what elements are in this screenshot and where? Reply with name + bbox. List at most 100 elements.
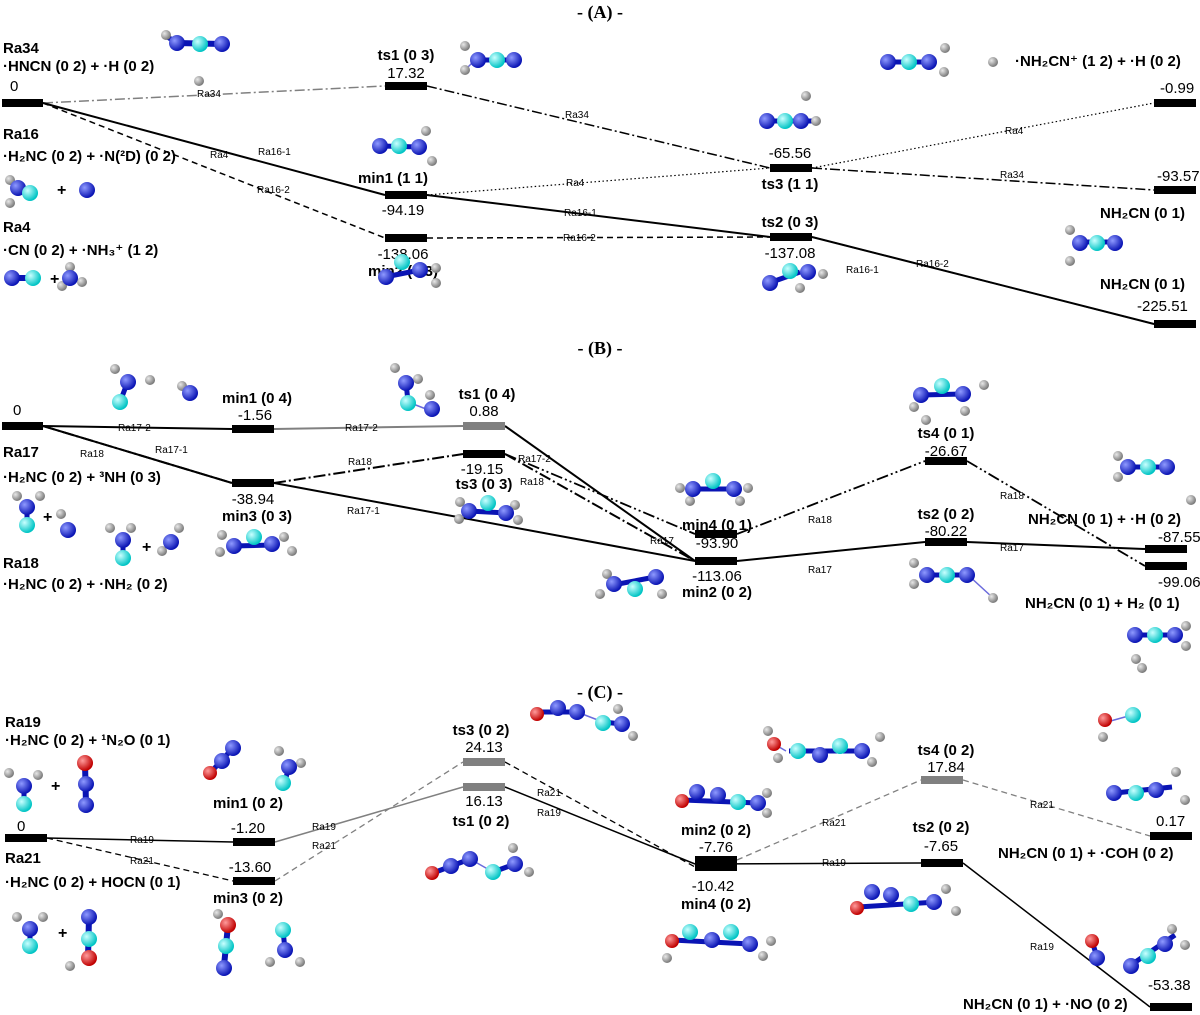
product-nh2cn-plus-label: ·NH₂CN⁺ (1 2) + ·H (0 2) — [1015, 53, 1181, 70]
path-label-ra34: Ra34 — [197, 89, 221, 100]
ra21-formula: ·H₂NC (0 2) + HOCN (0 1) — [5, 874, 180, 891]
panel-a-title: - (A) - — [577, 2, 623, 23]
ts1-value: 16.13 — [465, 793, 503, 810]
path-label-ra17: Ra17 — [808, 565, 832, 576]
h-atom — [1186, 495, 1196, 505]
level-ts1 — [463, 783, 505, 791]
level-min2 — [385, 234, 427, 242]
level-min2 — [695, 856, 737, 864]
ts2-label: ts2 (0 3) — [762, 214, 819, 231]
molecule-h2nc — [5, 175, 38, 208]
ra16-name: Ra16 — [3, 126, 39, 143]
molecule-nh2cn-c2 — [1123, 924, 1190, 974]
product-225-value: -225.51 — [1137, 298, 1188, 315]
ts1-label: ts1 (0 2) — [453, 813, 510, 830]
ts1-label: ts1 (0 3) — [378, 47, 435, 64]
plus-sign: + — [57, 182, 66, 199]
level-min1 — [232, 425, 274, 433]
molecule-hocn — [65, 909, 97, 971]
level-product-no — [1150, 1003, 1192, 1011]
molecule-nh2cn-b1 — [1113, 451, 1175, 482]
path-ra21 — [46, 761, 696, 882]
ts2-value: -137.08 — [765, 245, 816, 262]
molecule-min4-c — [662, 924, 776, 963]
h-atom — [194, 76, 204, 86]
h-atom — [988, 57, 998, 67]
level-ts1 — [385, 82, 427, 90]
n-atom — [60, 522, 76, 538]
plus-sign: + — [43, 509, 52, 526]
path-label-ra17-2: Ra17-2 — [345, 423, 378, 434]
molecule-coh — [1098, 707, 1141, 742]
molecule-nh2cn-a — [1065, 225, 1123, 266]
path-label-ra17-2: Ra17-2 — [518, 454, 551, 465]
ra21-name: Ra21 — [5, 850, 41, 867]
path-ra34-1 — [42, 85, 386, 104]
plus-sign: + — [50, 271, 59, 288]
molecule-ts1-c — [425, 843, 534, 880]
min3-value: -13.60 — [229, 859, 272, 876]
min1-label: min1 (0 2) — [213, 795, 283, 812]
n-atom — [79, 182, 95, 198]
panel-a-path-labels: Ra34 Ra34 Ra34 Ra4 Ra4 Ra4 Ra16-1 Ra16-1… — [197, 89, 1024, 276]
molecule-min1-a — [372, 126, 437, 166]
path-label-ra17-1: Ra17-1 — [347, 506, 380, 517]
level-reactants — [5, 834, 47, 842]
level-product-225 — [1154, 320, 1196, 328]
molecule-ts3-c — [530, 700, 638, 741]
plus-sign: + — [142, 539, 151, 556]
level-ts2 — [770, 233, 812, 241]
ra17-name: Ra17 — [3, 444, 39, 461]
path-label-ra18: Ra18 — [348, 457, 372, 468]
product-h-label: NH₂CN (0 1) + ·H (0 2) — [1028, 511, 1181, 528]
min1-value: -1.20 — [231, 820, 265, 837]
molecule-nh2cn-plus — [880, 43, 950, 77]
molecule-min1-c-b — [274, 746, 306, 791]
ts4-label: ts4 (0 1) — [918, 425, 975, 442]
path-ra18-b — [504, 453, 1146, 567]
molecule-ts4-c — [763, 726, 885, 767]
level-product-h2 — [1145, 562, 1187, 570]
level-ts3 — [463, 758, 505, 766]
path-label-ra34: Ra34 — [565, 110, 589, 121]
panel-b-levels — [2, 422, 1187, 570]
molecule-h2nc-b — [110, 364, 155, 410]
level-min4 — [695, 530, 737, 538]
ra19-formula: ·H₂NC (0 2) + ¹N₂O (0 1) — [5, 732, 170, 749]
molecule-no — [1085, 934, 1105, 966]
path-label-ra21: Ra21 — [130, 856, 154, 867]
path-ra19-gray — [274, 786, 464, 843]
molecule-min3-b — [215, 529, 297, 557]
ts2-label: ts2 (0 2) — [913, 819, 970, 836]
ts2-label: ts2 (0 2) — [918, 506, 975, 523]
reactant-value: 0 — [13, 402, 21, 419]
level-ts2 — [921, 859, 963, 867]
product-93-value: -93.57 — [1157, 168, 1200, 185]
min2-label: min2 (0 2) — [681, 822, 751, 839]
path-label-ra16-1: Ra16-1 — [846, 265, 879, 276]
min3-label: min3 (0 2) — [213, 890, 283, 907]
molecule-min3-c-a — [213, 909, 236, 976]
path-ra18-a — [42, 425, 696, 562]
path-ra17-1 — [42, 425, 1146, 562]
ts1-value: 0.88 — [469, 403, 498, 420]
molecule-ts2-b — [909, 558, 998, 603]
path-label-ra17-2: Ra17-2 — [118, 423, 151, 434]
product-no-label: NH₂CN (0 1) + ·NO (0 2) — [963, 996, 1128, 1013]
molecule-min2-a — [378, 254, 441, 288]
molecule-ts2-c — [850, 884, 961, 916]
min4-value: -93.90 — [696, 535, 739, 552]
path-ra19-down — [504, 786, 696, 865]
ra17-formula: ·H₂NC (0 2) + ³NH (0 3) — [3, 469, 161, 486]
min1-label: min1 (1 1) — [358, 170, 428, 187]
path-label-ra17: Ra17 — [1000, 543, 1024, 554]
path-label-ra16-1: Ra16-1 — [258, 147, 291, 158]
ts4-value: -26.67 — [925, 443, 968, 460]
min4-label: min4 (0 2) — [681, 896, 751, 913]
ts2-value: -7.65 — [924, 838, 958, 855]
level-product-93 — [1154, 186, 1196, 194]
min2-value: -7.76 — [699, 839, 733, 856]
plus-sign: + — [58, 925, 67, 942]
path-label-ra18: Ra18 — [808, 515, 832, 526]
path-ra17-2 — [42, 425, 233, 430]
